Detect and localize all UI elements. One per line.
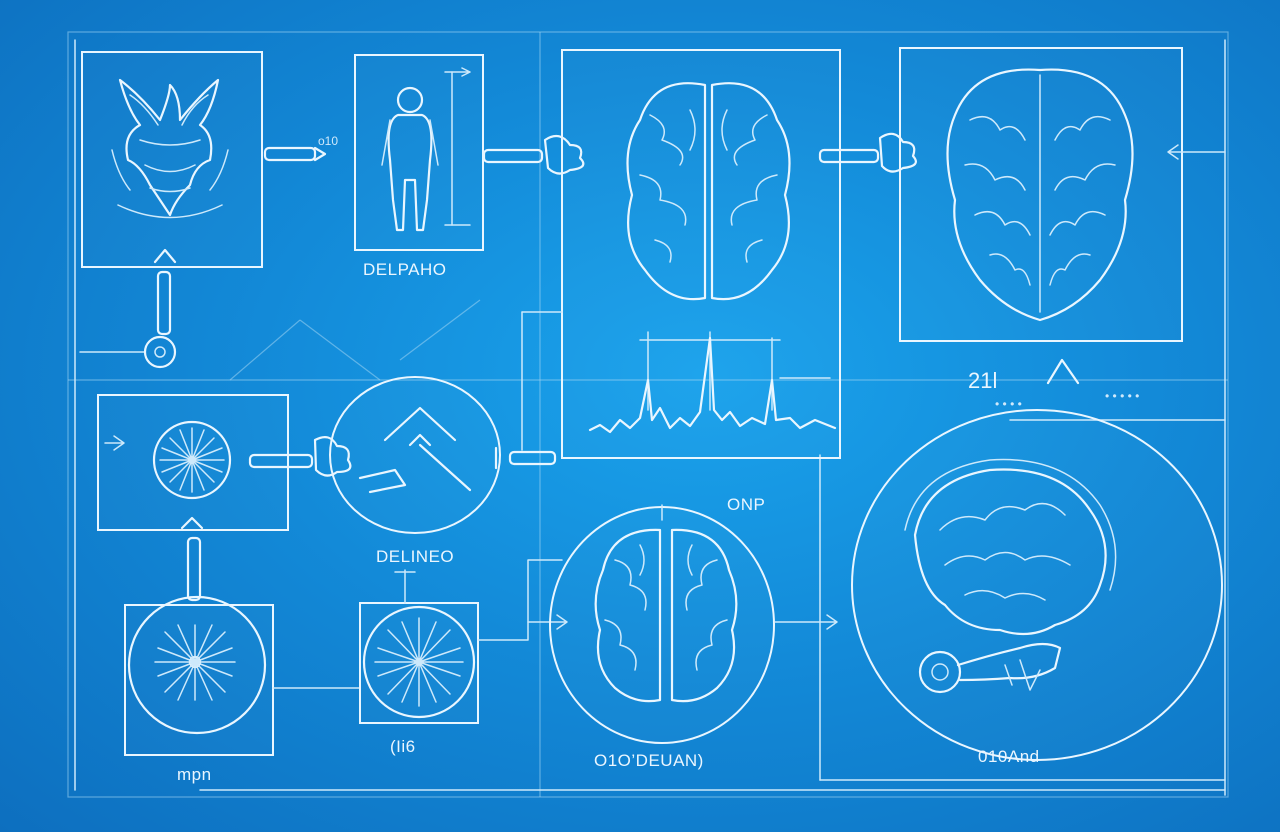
- panel-brain-side: 010And: [851, 409, 1223, 766]
- arrow-label: o10: [318, 134, 338, 148]
- arrow-3-4: [818, 132, 917, 173]
- label-o10and: 010And: [978, 747, 1040, 766]
- arrow-6-right: [494, 311, 563, 470]
- waveform-icon: [588, 331, 837, 434]
- panel-chevron-arrows: DELINEO: [329, 376, 501, 566]
- label-delpaho: DELPAHO: [363, 260, 447, 279]
- panel-human-figure: DELPAHO: [354, 54, 484, 279]
- brain-circle-icon: [594, 528, 738, 703]
- faint-code-right: • • • • •: [1105, 389, 1139, 403]
- figure-21: 21l: [968, 368, 997, 393]
- arrow-9-10: [774, 614, 838, 630]
- panel-anatomical-mask: [81, 51, 263, 268]
- brain-head-icon: [946, 68, 1134, 322]
- neuron-starburst-icon: [127, 595, 267, 735]
- starburst-square-icon: [362, 605, 476, 719]
- annotation-21: 21l • • • • • • • • •: [968, 358, 1139, 411]
- panel-brain-head: [899, 47, 1226, 342]
- chevron-arrows-icon: [358, 406, 472, 494]
- human-figure-icon: [381, 67, 471, 232]
- label-cii6: (Ii6: [390, 737, 416, 756]
- label-delineo: DELINEO: [376, 547, 454, 566]
- brain-top-icon: [626, 82, 791, 301]
- label-mpn: mpn: [177, 765, 212, 784]
- arrow-5-6: [248, 435, 352, 477]
- connector-node: [143, 270, 177, 369]
- label-onp: ONP: [727, 495, 765, 514]
- arrow-1-2: o10: [263, 134, 338, 162]
- faint-code-left: • • • •: [995, 397, 1022, 411]
- brain-side-neuron-icon: [904, 458, 1117, 694]
- arrow-2-3: [482, 134, 585, 175]
- frame: [74, 39, 1226, 796]
- panel-brain-waveform: [561, 49, 841, 459]
- panel-brain-circle: O1O’DEUAN): [549, 504, 775, 770]
- arrow-8-9: [477, 559, 568, 641]
- panel-starburst: [97, 394, 289, 531]
- panel-starburst-square: (Ii6: [359, 569, 479, 756]
- anatomical-mask-icon: [111, 78, 229, 219]
- starburst-icon: [152, 420, 232, 500]
- label-o1o-deuan: O1O’DEUAN): [594, 751, 704, 770]
- panel-neuron-mpn: mpn: [124, 536, 274, 784]
